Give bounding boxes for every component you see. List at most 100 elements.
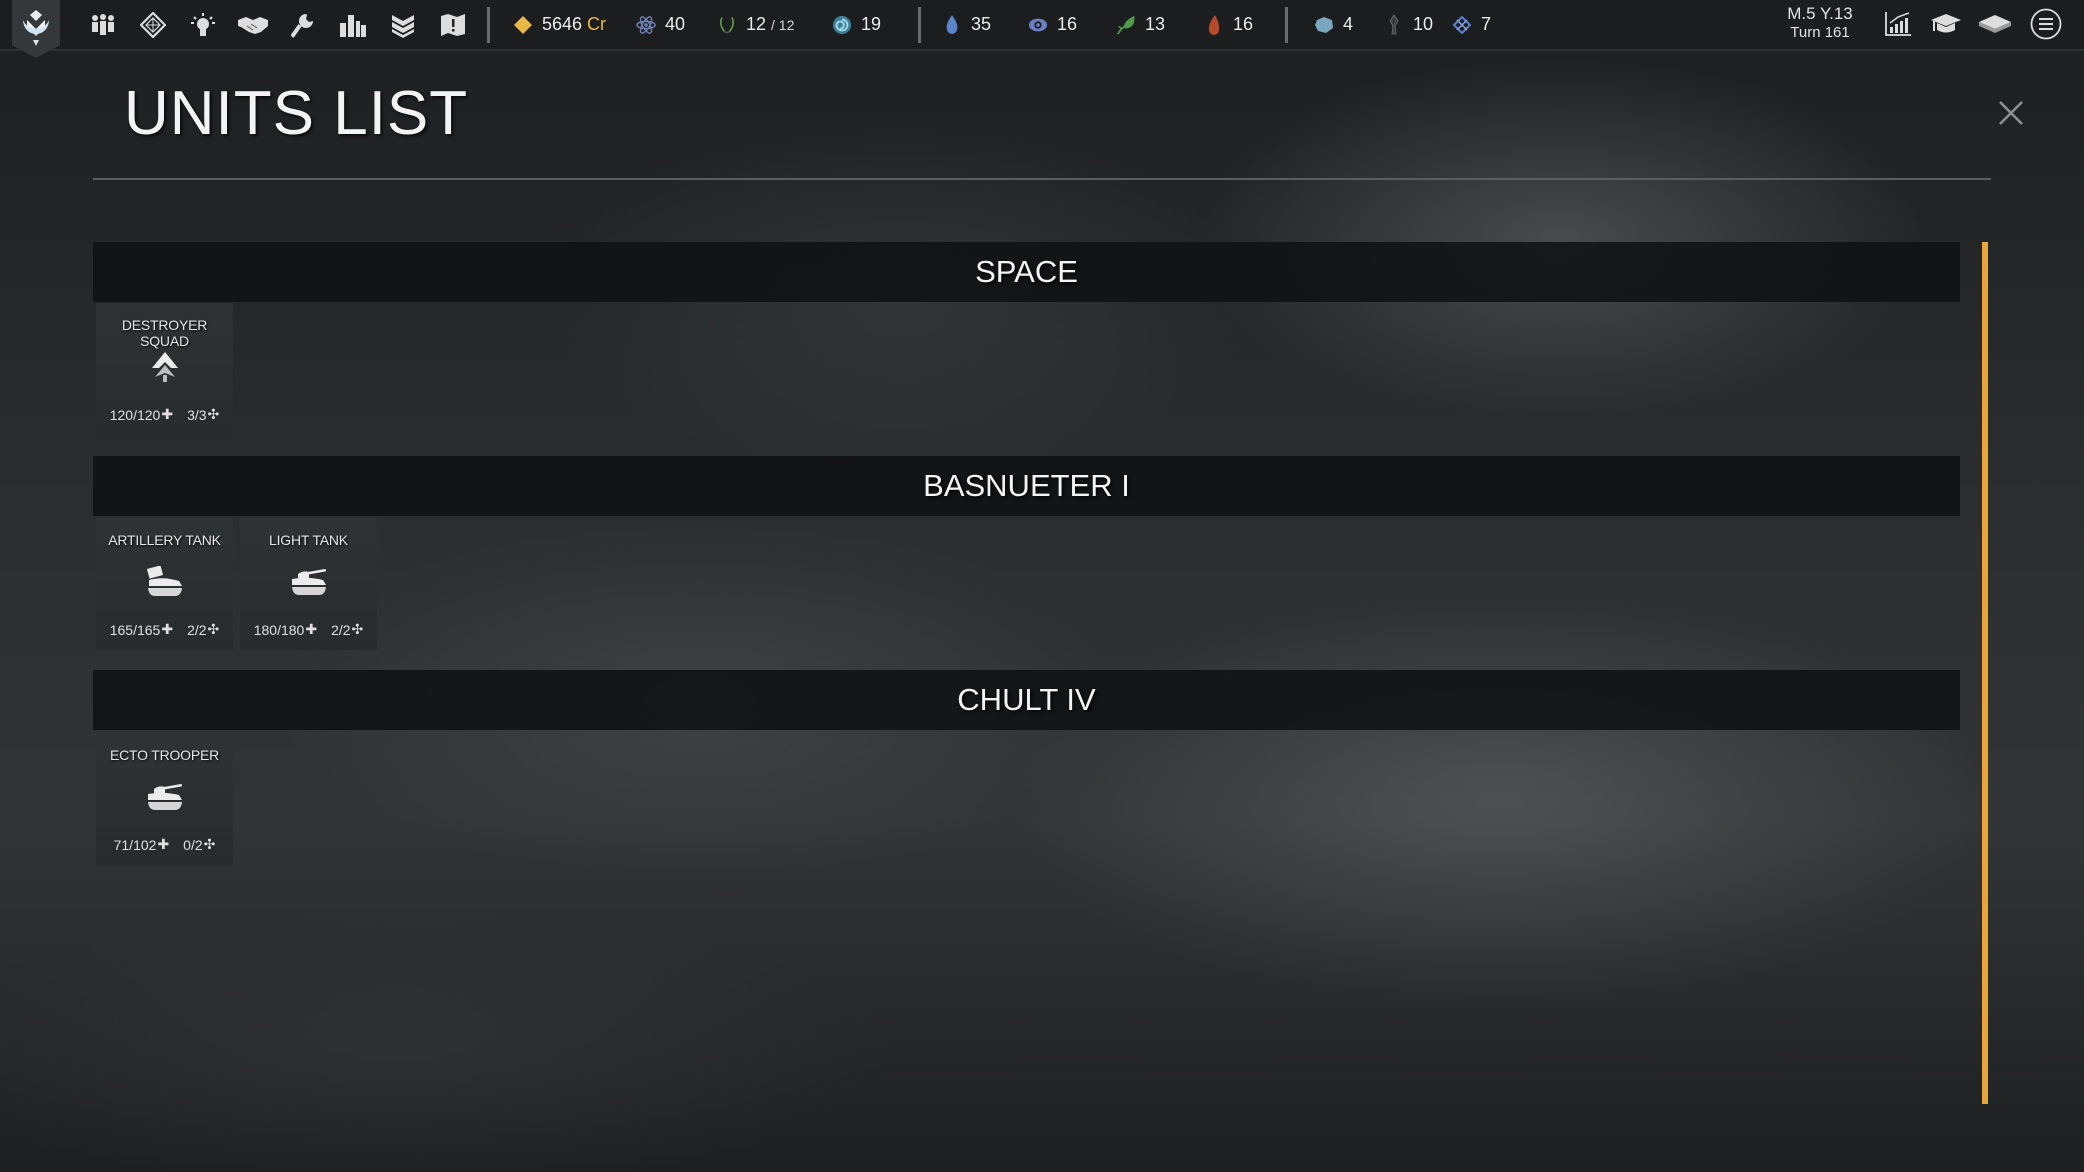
credits-value: 5646 xyxy=(542,14,583,34)
unit-card[interactable]: ARTILLERY TANK 165/165✚ 2/2✣ xyxy=(96,518,233,650)
influence-spiral-icon xyxy=(832,15,852,35)
credits-unit: Cr xyxy=(587,14,607,34)
nature-value: 13 xyxy=(1145,14,1166,34)
science-value: 40 xyxy=(665,14,686,34)
movement-icon: ✣ xyxy=(203,836,216,852)
unit-hp: 71/102 xyxy=(113,836,157,853)
unit-hp: 180/180 xyxy=(253,621,305,638)
design-wrench-icon[interactable] xyxy=(278,0,328,49)
unit-hp: 165/165 xyxy=(109,621,161,638)
unit-moves: 2/2 xyxy=(187,621,207,638)
section-label: BASNUETER I xyxy=(923,468,1130,503)
quests-map-icon[interactable] xyxy=(428,0,478,49)
leaf-icon xyxy=(1116,15,1136,35)
section-label: CHULT IV xyxy=(957,682,1096,717)
artillery-tank-icon xyxy=(96,562,233,602)
unit-name: ECTO TROOPER xyxy=(109,747,220,763)
crystal-resource[interactable]: 7 xyxy=(1452,0,1491,49)
fire-value: 16 xyxy=(1233,14,1254,34)
section-header-basnueter-i: BASNUETER I xyxy=(93,456,1960,516)
unit-stats: 120/120✚ 3/3✣ xyxy=(96,406,233,423)
laurel-icon xyxy=(717,15,737,35)
health-cross-icon: ✚ xyxy=(157,836,170,852)
date-line: M.5 Y.13 xyxy=(1787,4,1853,23)
health-cross-icon: ✚ xyxy=(161,406,174,422)
eye-icon xyxy=(1028,15,1048,35)
unit-stats: 71/102✚ 0/2✣ xyxy=(96,836,233,853)
faction-emblem-icon xyxy=(23,10,49,46)
city-buildings-icon[interactable] xyxy=(328,0,378,49)
close-icon xyxy=(1999,101,2023,125)
movement-icon: ✣ xyxy=(351,621,364,637)
crystal-value: 7 xyxy=(1481,14,1492,34)
nature-resource[interactable]: 13 xyxy=(1116,0,1165,49)
separator xyxy=(487,7,490,43)
stats-chart-icon[interactable] xyxy=(1880,6,1916,42)
essence-icon xyxy=(1384,13,1404,35)
top-bar: 5646 Cr 40 12 / 12 19 35 16 13 16 4 10 xyxy=(0,0,2084,58)
vision-value: 16 xyxy=(1057,14,1078,34)
scrollbar[interactable] xyxy=(1982,242,1988,1104)
unit-card[interactable]: DESTROYER SQUAD 120/120✚ 3/3✣ xyxy=(96,303,233,435)
unit-stats: 180/180✚ 2/2✣ xyxy=(240,621,377,638)
spaceship-icon xyxy=(96,347,233,387)
light-tank-icon xyxy=(240,562,377,602)
water-resource[interactable]: 35 xyxy=(942,0,991,49)
water-value: 35 xyxy=(971,14,992,34)
essence-value: 10 xyxy=(1413,14,1434,34)
military-ranks-icon[interactable] xyxy=(378,0,428,49)
light-tank-icon xyxy=(96,777,233,817)
ore-resource[interactable]: 4 xyxy=(1314,0,1353,49)
movement-icon: ✣ xyxy=(207,406,220,422)
separator xyxy=(1285,7,1288,43)
credits-resource[interactable]: 5646 Cr xyxy=(513,0,606,49)
influence-value: 19 xyxy=(861,14,882,34)
academy-cap-icon[interactable] xyxy=(1928,6,1964,42)
essence-resource[interactable]: 10 xyxy=(1384,0,1433,49)
close-button[interactable] xyxy=(1994,96,2028,130)
population-resource[interactable]: 12 / 12 xyxy=(717,0,794,49)
unit-name: DESTROYER SQUAD xyxy=(121,317,208,349)
game-date: M.5 Y.13 Turn 161 xyxy=(1770,4,1870,42)
flame-icon xyxy=(1204,14,1224,35)
main-menu-icon[interactable] xyxy=(2028,6,2064,42)
faction-emblem-button[interactable] xyxy=(12,0,60,58)
title-divider xyxy=(93,178,1991,180)
unit-stats: 165/165✚ 2/2✣ xyxy=(96,621,233,638)
crystal-icon xyxy=(1452,15,1472,35)
health-cross-icon: ✚ xyxy=(161,621,174,637)
section-header-space: SPACE xyxy=(93,242,1960,302)
encyclopedia-book-icon[interactable] xyxy=(1977,6,2013,42)
vision-resource[interactable]: 16 xyxy=(1028,0,1077,49)
ideas-lightbulb-icon[interactable] xyxy=(178,0,228,49)
population-value: 12 xyxy=(746,14,767,34)
health-cross-icon: ✚ xyxy=(305,621,318,637)
ore-icon xyxy=(1314,15,1334,35)
unit-moves: 2/2 xyxy=(331,621,351,638)
unit-hp: 120/120 xyxy=(109,406,161,423)
unit-card[interactable]: ECTO TROOPER 71/102✚ 0/2✣ xyxy=(96,733,233,865)
science-atom-icon xyxy=(636,15,656,35)
separator xyxy=(918,7,921,43)
main-navigation xyxy=(78,0,478,49)
water-drop-icon xyxy=(942,14,962,35)
turn-counter: Turn 161 xyxy=(1790,24,1850,41)
research-diamond-icon[interactable] xyxy=(128,0,178,49)
unit-card[interactable]: LIGHT TANK 180/180✚ 2/2✣ xyxy=(240,518,377,650)
section-header-chult-iv: CHULT IV xyxy=(93,670,1960,730)
page-title: UNITS LIST xyxy=(124,79,469,148)
ore-value: 4 xyxy=(1343,14,1354,34)
movement-icon: ✣ xyxy=(207,621,220,637)
section-label: SPACE xyxy=(975,254,1078,289)
fire-resource[interactable]: 16 xyxy=(1204,0,1253,49)
empire-icon[interactable] xyxy=(78,0,128,49)
unit-moves: 0/2 xyxy=(183,836,203,853)
unit-moves: 3/3 xyxy=(187,406,207,423)
unit-name: LIGHT TANK xyxy=(269,532,348,548)
unit-name: ARTILLERY TANK xyxy=(108,532,221,548)
science-resource[interactable]: 40 xyxy=(636,0,685,49)
population-max: / 12 xyxy=(771,16,795,33)
credits-diamond-icon xyxy=(513,15,533,35)
diplomacy-handshake-icon[interactable] xyxy=(228,0,278,49)
influence-resource[interactable]: 19 xyxy=(832,0,881,49)
